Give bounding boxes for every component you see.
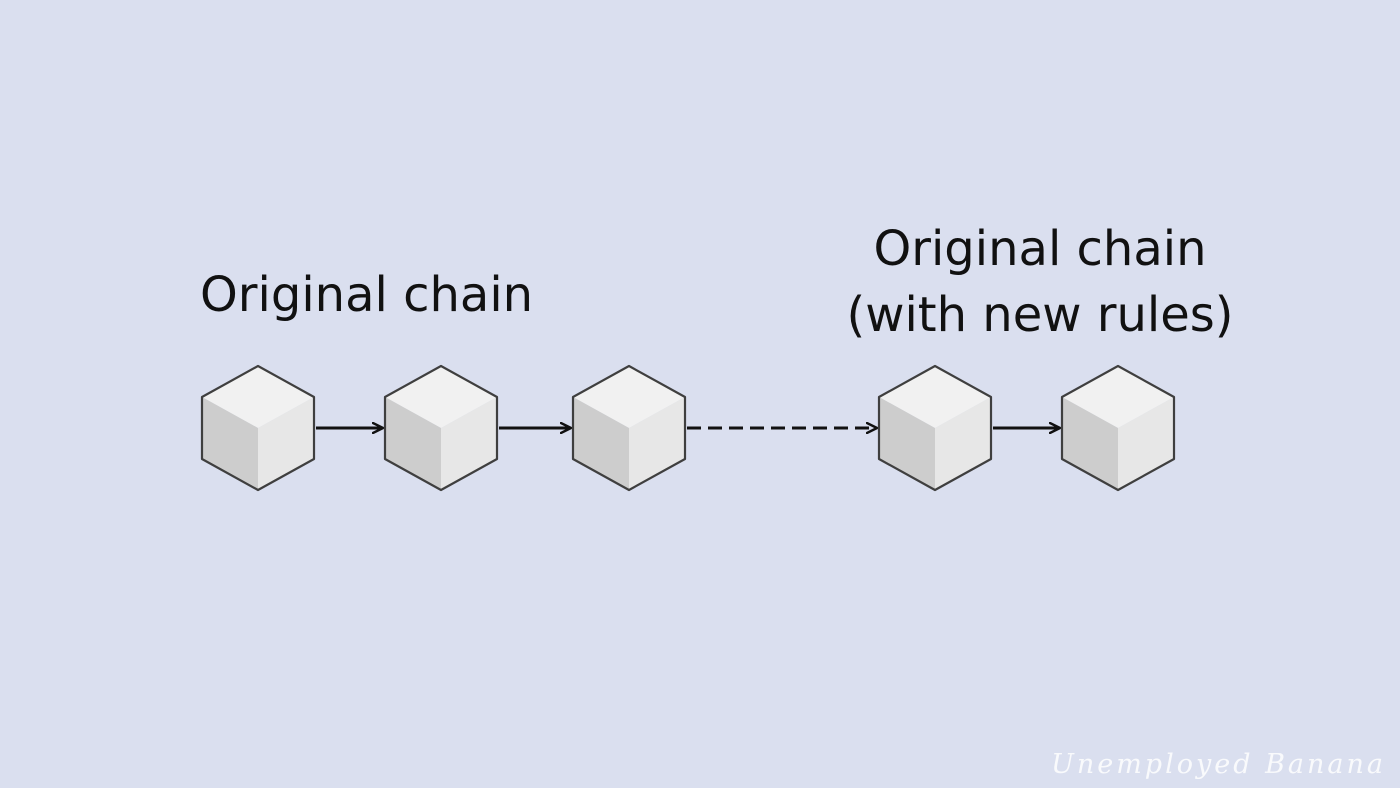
original-chain-label: Original chain xyxy=(200,267,534,323)
new-rules-chain-label-line1: Original chain xyxy=(873,221,1207,277)
new-rules-chain-label-line2: (with new rules) xyxy=(846,287,1234,343)
block-cube-icon xyxy=(200,364,316,492)
cube-outline xyxy=(200,364,316,492)
block-cube-icon xyxy=(383,364,499,492)
cube-outline xyxy=(877,364,993,492)
cube-outline xyxy=(1060,364,1176,492)
blocks-layer xyxy=(200,364,1176,492)
block-cube-icon xyxy=(877,364,993,492)
block-cube-icon xyxy=(1060,364,1176,492)
block-cube-icon xyxy=(571,364,687,492)
watermark-signature: Unemployed Banana xyxy=(1051,749,1386,780)
cube-outline xyxy=(571,364,687,492)
cube-outline xyxy=(383,364,499,492)
new-rules-chain-label: Original chain (with new rules) xyxy=(840,216,1240,348)
